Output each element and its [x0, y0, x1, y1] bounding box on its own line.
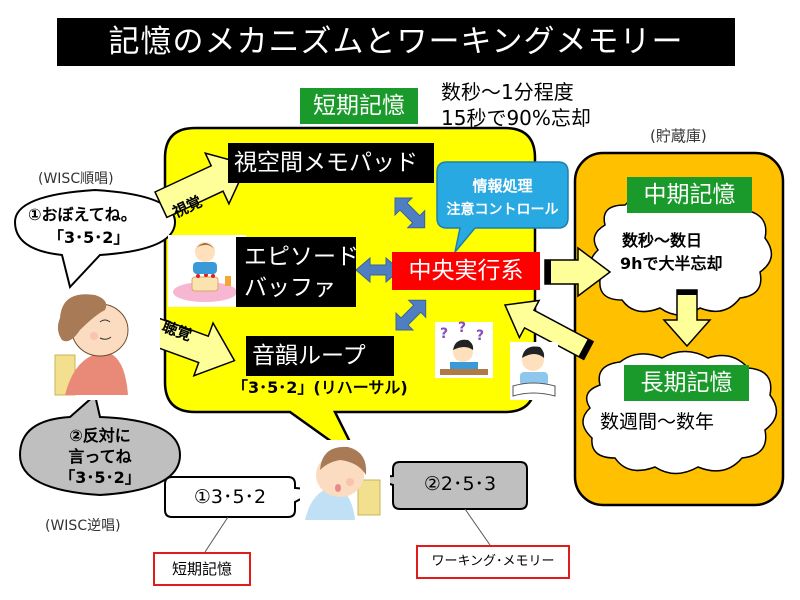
episodic-buffer-line2: バッファ [244, 275, 336, 301]
wisc-backward-caption: (WISC逆唱) [45, 518, 121, 534]
phonological-loop: 音韻ループ [246, 336, 394, 376]
visual-input-arrow [154, 151, 249, 219]
reading-child-illustration [510, 342, 558, 400]
wisc-forward-caption: (WISC順唱) [38, 171, 114, 187]
svg-text:?: ? [476, 328, 484, 344]
svg-text:?: ? [458, 320, 466, 336]
svg-text:?: ? [440, 326, 448, 342]
rehearsal-label: 「3･5･2」(リハーサル) [232, 378, 408, 397]
visuospatial-sketchpad: 視空間メモパッド [228, 143, 434, 183]
wisc-backward-line3: 「3･5･2」 [59, 468, 141, 487]
forward-answer: ①3･5･2 [193, 486, 267, 508]
backward-answer-bubble [371, 461, 528, 510]
long-term-duration: 数週間〜数年 [600, 411, 715, 433]
mid-term-label: 中期記憶 [627, 177, 752, 213]
wisc-forward-line1: ①おぼえてね。 [28, 205, 137, 224]
mid-term-duration: 数秒〜数日 [622, 231, 703, 250]
short-term-memory-tag: 短期記憶 [153, 552, 251, 586]
long-term-label: 長期記憶 [624, 365, 749, 401]
short-term-duration: 数秒〜1分程度 [441, 80, 574, 104]
child-with-cake-illustration [168, 235, 246, 307]
mid-term-forgetting: 9hで大半忘却 [620, 254, 723, 273]
forward-tag-connector [204, 516, 229, 553]
longterm-to-central-arrow [503, 299, 595, 361]
storage-caption: (貯蔵庫) [650, 127, 707, 145]
episodic-buffer: エピソード バッファ [236, 237, 359, 307]
episodic-buffer-line1: エピソード [244, 244, 359, 270]
forward-answer-bubble [164, 476, 322, 518]
phonological-central-double-arrow [395, 299, 427, 331]
wisc-backward-line2: 言ってね [68, 447, 132, 466]
mother-illustration [10, 290, 160, 400]
central-executive: 中央実行系 [392, 252, 540, 290]
central-callout-bubble [436, 161, 569, 253]
confused-child-illustration: ? ? ? [435, 320, 493, 378]
short-term-forgetting: 15秒で90%忘却 [441, 106, 591, 130]
visuospatial-central-double-arrow [394, 197, 426, 229]
backward-answer: ②2･5･3 [423, 473, 497, 495]
central-callout-line2: 注意コントロール [446, 202, 559, 218]
short-term-label: 短期記憶 [300, 88, 418, 124]
backward-speech-bubble [18, 393, 182, 497]
working-memory-tag: ワーキング･メモリー [416, 545, 570, 579]
backward-tag-connector [464, 508, 491, 546]
responding-woman-illustration [300, 440, 390, 520]
wisc-backward-line1: ②反対に [69, 426, 131, 445]
forward-speech-bubble [13, 188, 177, 290]
central-callout-line1: 情報処理 [472, 177, 533, 195]
page-title: 記憶のメカニズムとワーキングメモリー [57, 18, 735, 66]
wisc-forward-line2: 「3･5･2」 [48, 228, 130, 247]
